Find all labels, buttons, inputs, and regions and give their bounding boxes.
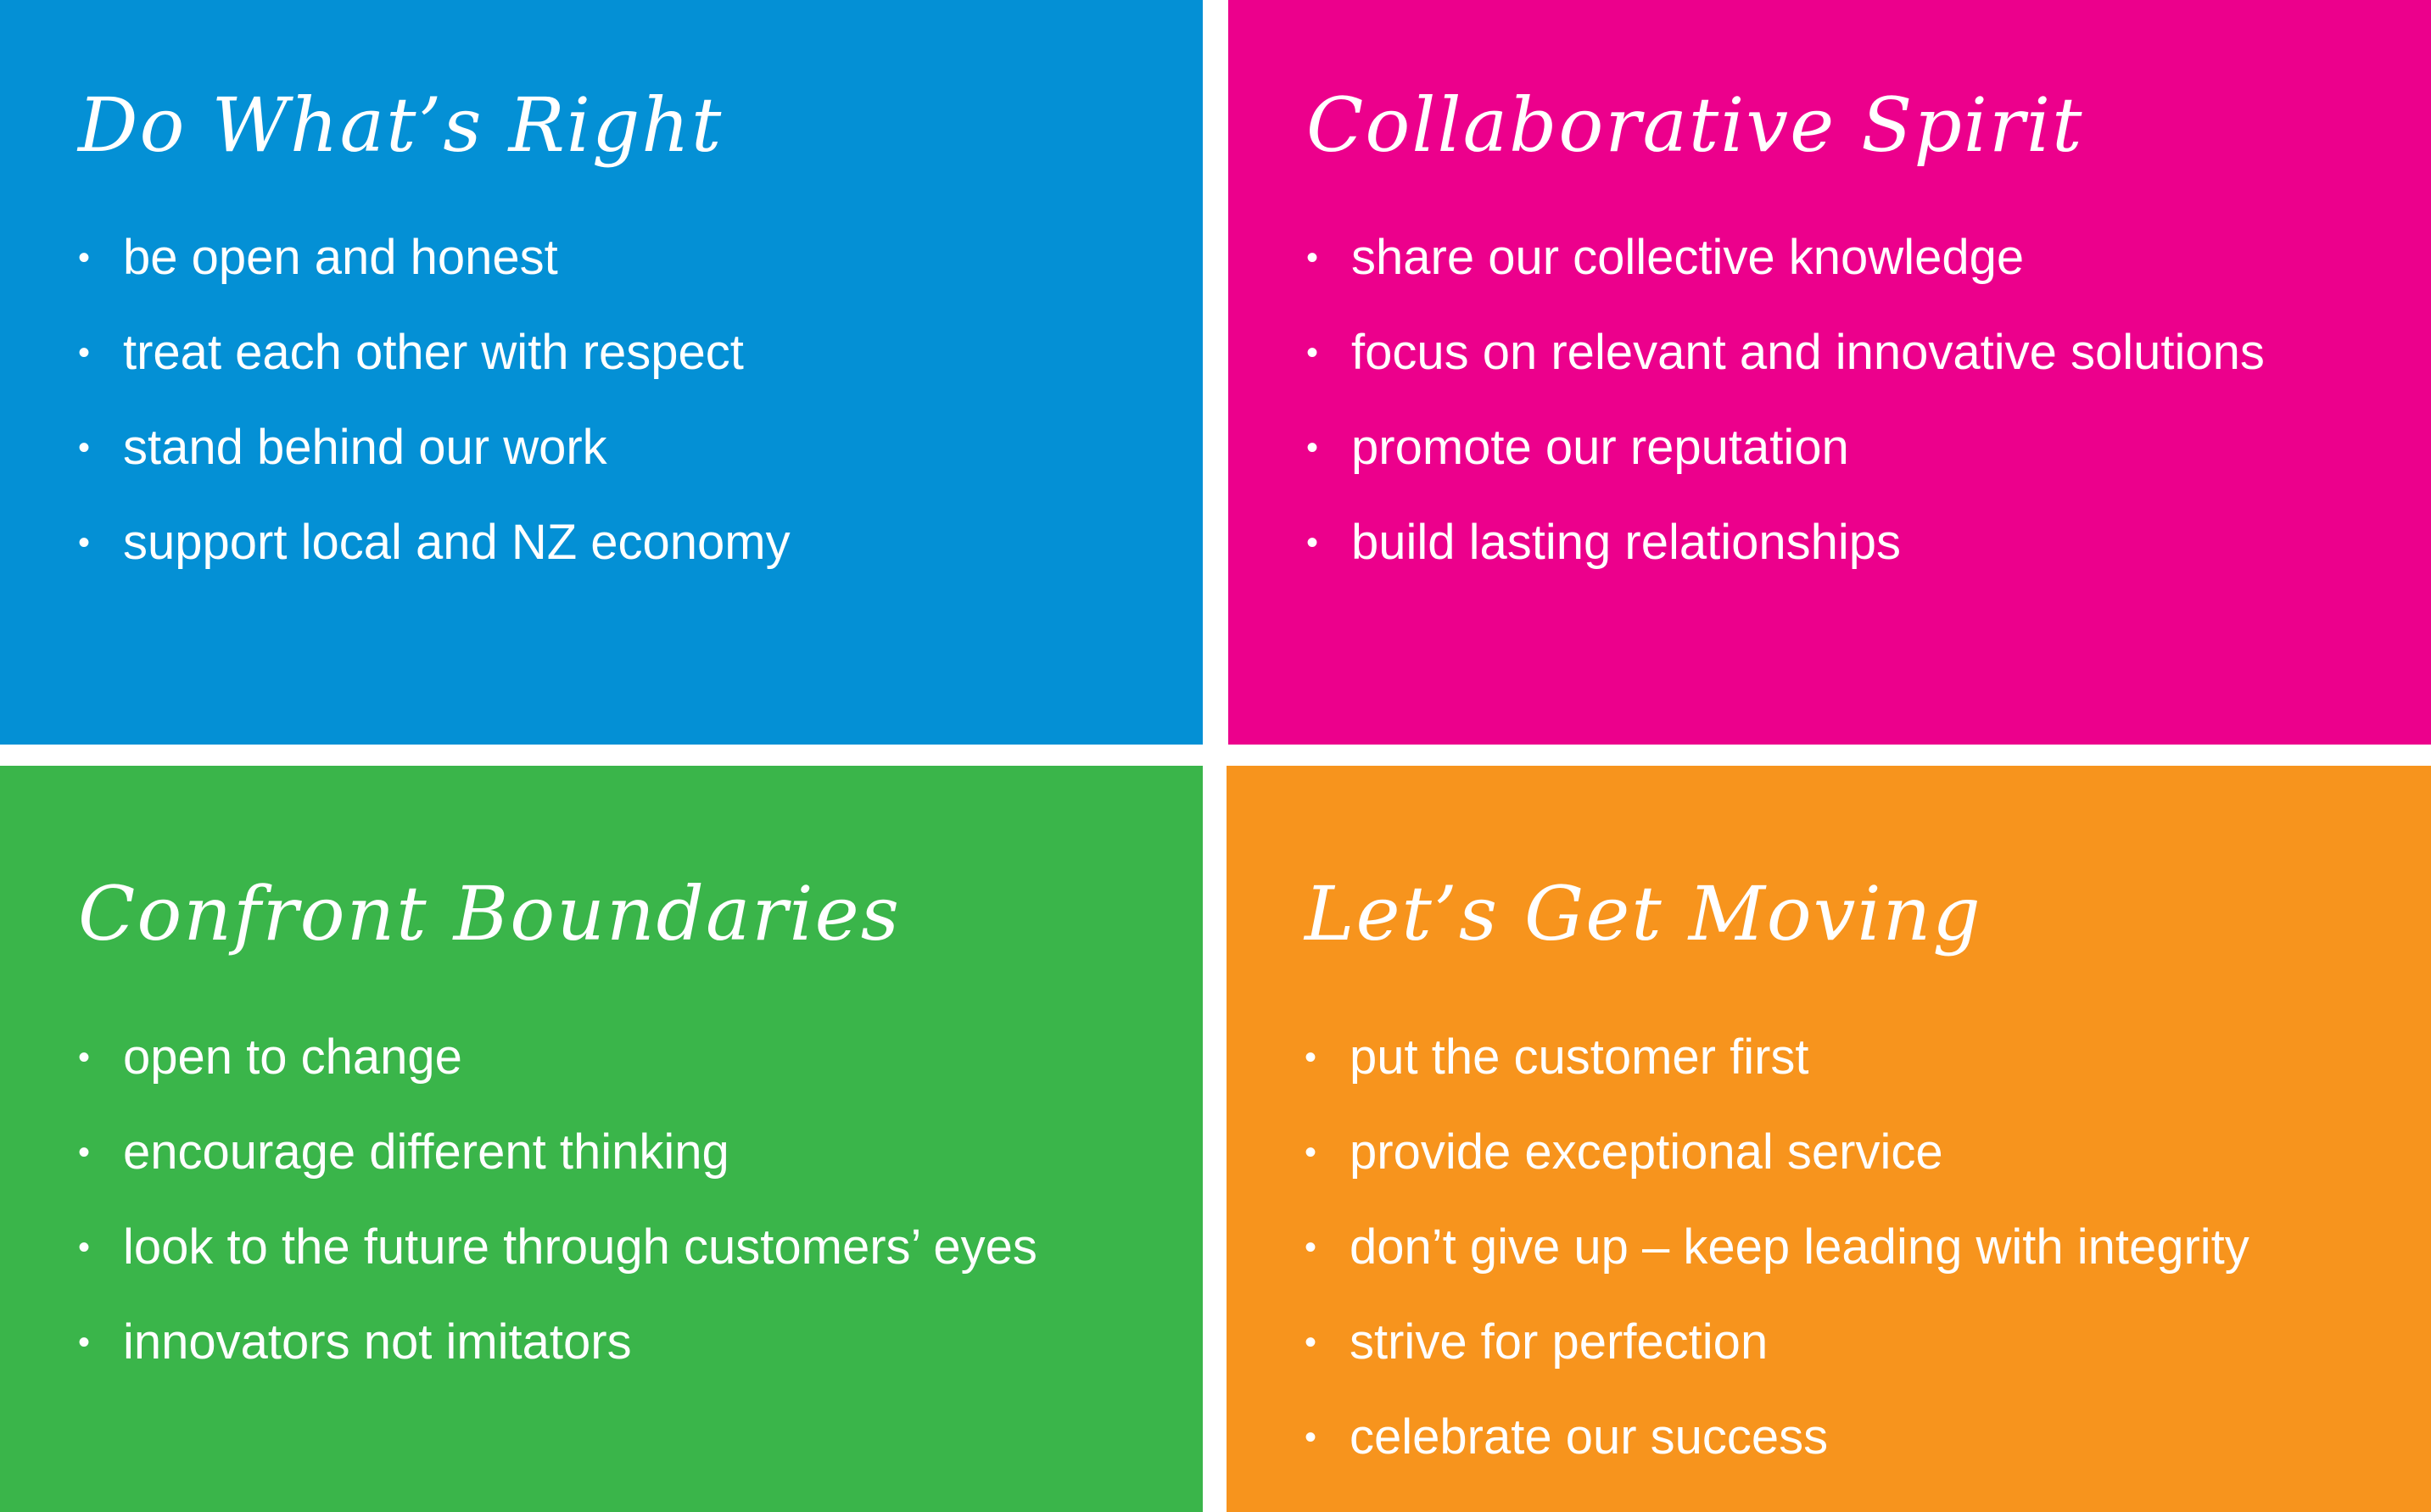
panel-title: Let’s Get Moving [1305, 870, 1982, 957]
list-item-text: strive for perfection [1350, 1314, 1769, 1370]
bullet-icon: • [1305, 1419, 1317, 1456]
list-item: • promote our reputation [1306, 400, 2265, 495]
list-item: • encourage different thinking [78, 1105, 1037, 1200]
list-item: • open to change [78, 1010, 1037, 1105]
list-item-text: share our collective knowledge [1351, 230, 2025, 285]
list-item: • put the customer first [1305, 1010, 2249, 1105]
panel-title: Collaborative Spirit [1306, 81, 2084, 169]
value-panel-lets-get-moving: Let’s Get Moving • put the customer first… [1227, 766, 2431, 1512]
bullet-icon: • [1306, 524, 1319, 561]
bullet-icon: • [1305, 1229, 1317, 1266]
bullet-icon: • [78, 1134, 91, 1171]
list-item-text: look to the future through customers’ ey… [123, 1219, 1037, 1275]
bullet-list: • put the customer first • provide excepti… [1305, 1010, 2249, 1485]
list-item: • build lasting relationships [1306, 495, 2265, 590]
bullet-icon: • [78, 239, 91, 276]
bullet-list: • share our collective knowledge • focus o… [1306, 210, 2265, 590]
bullet-icon: • [78, 1039, 91, 1076]
bullet-icon: • [78, 1229, 91, 1266]
list-item-text: be open and honest [123, 230, 558, 285]
list-item: • support local and NZ economy [78, 495, 791, 590]
value-panel-do-whats-right: Do What’s Right • be open and honest • tre… [0, 0, 1203, 745]
list-item: • stand behind our work [78, 400, 791, 495]
list-item-text: provide exceptional service [1350, 1124, 1943, 1180]
list-item-text: open to change [123, 1029, 462, 1085]
list-item-text: encourage different thinking [123, 1124, 729, 1180]
bullet-list: • be open and honest • treat each other wi… [78, 210, 791, 590]
list-item: • focus on relevant and innovative soluti… [1306, 305, 2265, 400]
list-item: • innovators not imitators [78, 1295, 1037, 1390]
list-item-text: stand behind our work [123, 420, 607, 475]
panel-title: Do What’s Right [78, 81, 724, 169]
bullet-list: • open to change • encourage different thi… [78, 1010, 1037, 1390]
list-item-text: treat each other with respect [123, 325, 744, 380]
bullet-icon: • [78, 1324, 91, 1361]
list-item: • be open and honest [78, 210, 791, 305]
panel-title: Confront Boundaries [78, 870, 901, 957]
bullet-icon: • [1306, 334, 1319, 371]
list-item-text: support local and NZ economy [123, 515, 791, 570]
list-item: • strive for perfection [1305, 1295, 2249, 1390]
list-item: • don’t give up – keep leading with integ… [1305, 1200, 2249, 1295]
list-item-text: put the customer first [1350, 1029, 1809, 1085]
list-item: • treat each other with respect [78, 305, 791, 400]
list-item: • celebrate our success [1305, 1390, 2249, 1485]
bullet-icon: • [1305, 1134, 1317, 1171]
list-item-text: build lasting relationships [1351, 515, 1902, 570]
list-item-text: celebrate our success [1350, 1409, 1829, 1465]
list-item: • provide exceptional service [1305, 1105, 2249, 1200]
value-panel-collaborative-spirit: Collaborative Spirit • share our collecti… [1228, 0, 2431, 745]
bullet-icon: • [1305, 1324, 1317, 1361]
list-item-text: innovators not imitators [123, 1314, 632, 1370]
list-item: • look to the future through customers’ e… [78, 1200, 1037, 1295]
list-item-text: focus on relevant and innovative solutio… [1351, 325, 2265, 380]
bullet-icon: • [1306, 239, 1319, 276]
list-item: • share our collective knowledge [1306, 210, 2265, 305]
bullet-icon: • [78, 334, 91, 371]
value-panel-confront-boundaries: Confront Boundaries • open to change • enc… [0, 766, 1203, 1512]
bullet-icon: • [1305, 1039, 1317, 1076]
list-item-text: promote our reputation [1351, 420, 1849, 475]
bullet-icon: • [78, 524, 91, 561]
bullet-icon: • [78, 429, 91, 466]
bullet-icon: • [1306, 429, 1319, 466]
list-item-text: don’t give up – keep leading with integr… [1350, 1219, 2249, 1275]
